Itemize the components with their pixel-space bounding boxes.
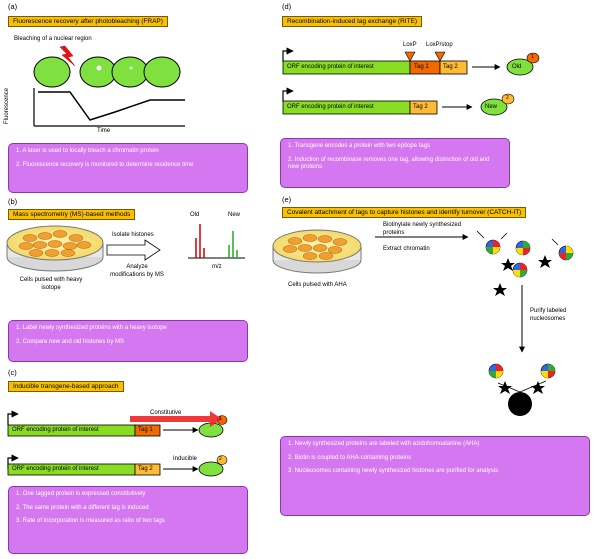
isolate-arrow (106, 239, 161, 261)
note: 3. Nucleosomes containing newly synthesi… (288, 468, 499, 474)
note: 1. Transgene encodes a protein with two … (288, 143, 431, 149)
panel-e-title: Covalent attachment of tags to capture h… (282, 207, 527, 218)
orf-label: ORF encoding protein of interest (287, 64, 374, 70)
nucleosomes-bead (488, 363, 556, 416)
ms-spectrum (188, 224, 245, 259)
panel-b-title: Mass spectrometry (MS)-based methods (8, 209, 136, 220)
old-protein-label: Old (512, 64, 522, 70)
heavy-isotope-label: Cells pulsed with heavy isotope (19, 277, 83, 291)
panel-c-notes: 1. One tagged protein is expressed const… (8, 486, 248, 554)
loxp-stop-label: LoxP/stop (426, 42, 453, 48)
orf-label: ORF encoding protein of interest (287, 104, 374, 110)
purify-label: Purify labeled nucleosomes (530, 308, 567, 322)
construct-d2 (282, 87, 515, 116)
badge-1: 1 (531, 54, 534, 60)
panel-b-label: (b) (8, 197, 18, 206)
time-axis-label: Time (97, 128, 111, 134)
tag2-label: Tag 2 (138, 466, 153, 472)
note: 1. Newly synthesized proteins are labele… (288, 441, 480, 447)
inducible-label: Inducible (173, 456, 198, 462)
panel-d-label: (d) (282, 2, 292, 11)
tag1-label: Tag 1 (414, 64, 429, 70)
note: 1. One tagged protein is expressed const… (16, 491, 146, 497)
new-peak-label: New (228, 212, 241, 218)
construct-c2 (7, 454, 228, 477)
new-protein-label: New (485, 104, 498, 110)
tag2-label: Tag 2 (443, 64, 458, 70)
isolate-label: Isolate histones (112, 232, 154, 238)
bleach-label: Bleaching of a nuclear region (14, 36, 92, 42)
aha-cells-label: Cells pulsed with AHA (288, 282, 347, 288)
note: 2. Fluorescence recovery is monitored to… (16, 161, 194, 168)
construct-c1 (7, 410, 228, 438)
construct-d1 (282, 47, 540, 76)
note: 2. Induction of recombinase removes one … (288, 156, 490, 171)
panel-c-title: Inducible transgene-based approach (8, 381, 124, 392)
frap-curve (33, 88, 185, 127)
panel-d-notes: 1. Transgene encodes a protein with two … (280, 138, 510, 188)
panel-a-label: (a) (8, 2, 18, 11)
orf-label: ORF encoding protein of interest (12, 466, 99, 472)
panel-a-notes: 1. A laser is used to locally bleach a c… (8, 143, 248, 193)
analyze-label: Analyze modifications by MS (110, 264, 164, 278)
constitutive-arrow (130, 411, 222, 427)
note: 2. Compare new and old histones by MS (16, 338, 125, 345)
panel-e-notes: 1. Newly synthesized proteins are labele… (280, 436, 590, 516)
aha-dish (272, 229, 362, 274)
panel-c-label: (c) (8, 368, 17, 377)
loxp-label: LoxP (403, 42, 417, 48)
panel-d-title: Recombination-induced tag exchange (RITE… (282, 16, 423, 27)
badge-2: 2 (506, 95, 509, 101)
tag1-label: Tag 1 (138, 427, 153, 433)
tag2-label: Tag 2 (413, 104, 428, 110)
badge-2: 2 (219, 456, 222, 462)
note: 3. Rate of incorporation is measured as … (16, 518, 165, 524)
biotinylate-label: Biotinylate newly synthesized proteins (383, 222, 462, 236)
heavy-isotope-dish (6, 225, 104, 272)
fluorescence-axis-label: Fluorescence (4, 87, 10, 124)
note: 2. Biotin is coupled to AHA-containing p… (288, 454, 412, 461)
panel-a-title: Fluorescence recovery after photobleachi… (8, 16, 168, 27)
panel-e-label: (e) (282, 195, 292, 204)
note: 2. The same protein with a different tag… (16, 504, 149, 511)
mz-axis-label: m/z (212, 264, 222, 270)
constitutive-label: Constitutive (150, 410, 182, 416)
nucleosomes-top (476, 230, 574, 296)
panel-b-notes: 1. Label newly synthesized proteins with… (8, 320, 248, 362)
note: 1. Label newly synthesized proteins with… (16, 325, 167, 331)
badge-1: 1 (219, 416, 222, 422)
extract-label: Extract chromatin (383, 246, 430, 252)
frap-cells (33, 56, 181, 88)
orf-label: ORF encoding protein of interest (12, 427, 99, 433)
note: 1. A laser is used to locally bleach a c… (16, 148, 159, 154)
old-peak-label: Old (190, 212, 200, 218)
laser-bolt-icon (59, 45, 76, 67)
